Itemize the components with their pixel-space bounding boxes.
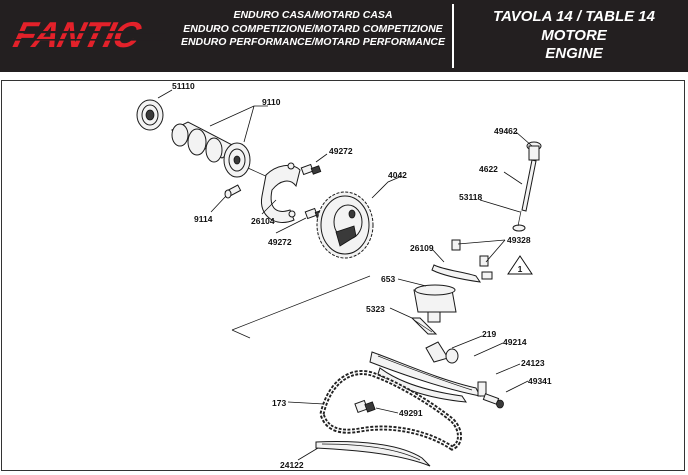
part-label: 173 [272, 398, 286, 408]
part-label: 5323 [366, 304, 385, 314]
part-label: 4622 [479, 164, 498, 174]
part-label: 26109 [410, 243, 434, 253]
part-label: 49328 [507, 235, 531, 245]
screw-49272-upper [300, 163, 322, 176]
retainer-plate-26104 [260, 162, 301, 223]
part-label: 51110 [172, 81, 195, 91]
part-label: 9110 [262, 97, 281, 107]
part-label: 24122 [280, 460, 304, 470]
camshaft-9110 [170, 121, 271, 179]
part-label: 49462 [494, 126, 518, 136]
svg-text:FANTIC: FANTIC [10, 15, 146, 54]
part-label: 49291 [399, 408, 423, 418]
bolt-49341 [482, 393, 504, 409]
hub-653 [413, 284, 457, 323]
timing-chain-173 [319, 370, 462, 451]
title-italian: MOTORE [541, 26, 607, 44]
bolt-49291 [354, 399, 376, 414]
part-label: 49341 [528, 376, 552, 386]
bushing-219 [425, 341, 459, 364]
model-list: ENDURO CASA/MOTARD CASA ENDURO COMPETIZI… [178, 9, 448, 50]
warning-triangle-icon: 1 [507, 255, 533, 275]
bearing-51110 [136, 99, 164, 131]
model-line: ENDURO COMPETIZIONE/MOTARD COMPETIZIONE [183, 22, 443, 35]
header-divider [452, 4, 454, 68]
assembly-line [231, 329, 251, 339]
note-symbol: 1 [518, 264, 523, 274]
part-label: 219 [482, 329, 496, 339]
part-label: 49214 [503, 337, 527, 347]
part-label: 53118 [459, 192, 482, 202]
model-line: ENDURO PERFORMANCE/MOTARD PERFORMANCE [180, 36, 446, 49]
assembly-line [231, 275, 371, 331]
o-ring-5323 [410, 317, 438, 335]
header-bar: FANTIC ENDURO CASA/MOTARD CASA ENDURO CO… [0, 0, 688, 72]
pin-9114 [224, 184, 242, 199]
leader-lines [157, 89, 533, 461]
part-label: 9114 [194, 214, 213, 224]
model-line: ENDURO CASA/MOTARD CASA [233, 9, 393, 21]
part-label: 24123 [521, 358, 545, 368]
table-title: TAVOLA 14 / TABLE 14 MOTORE ENGINE [460, 8, 688, 64]
guide-bracket-26109 [431, 239, 493, 283]
part-label: 4042 [388, 170, 407, 180]
valve-assembly [512, 141, 542, 232]
part-label: 26104 [251, 216, 275, 226]
drawing-frame [1, 80, 685, 471]
chain-slider-24122 [315, 441, 431, 467]
sprocket-4042 [316, 191, 374, 259]
part-label: 49272 [268, 237, 292, 247]
part-label: 49272 [329, 146, 353, 156]
fantic-logo: FANTIC [6, 15, 166, 54]
table-number: TAVOLA 14 / TABLE 14 [493, 8, 655, 25]
title-english: ENGINE [545, 45, 603, 62]
part-label: 653 [381, 274, 395, 284]
